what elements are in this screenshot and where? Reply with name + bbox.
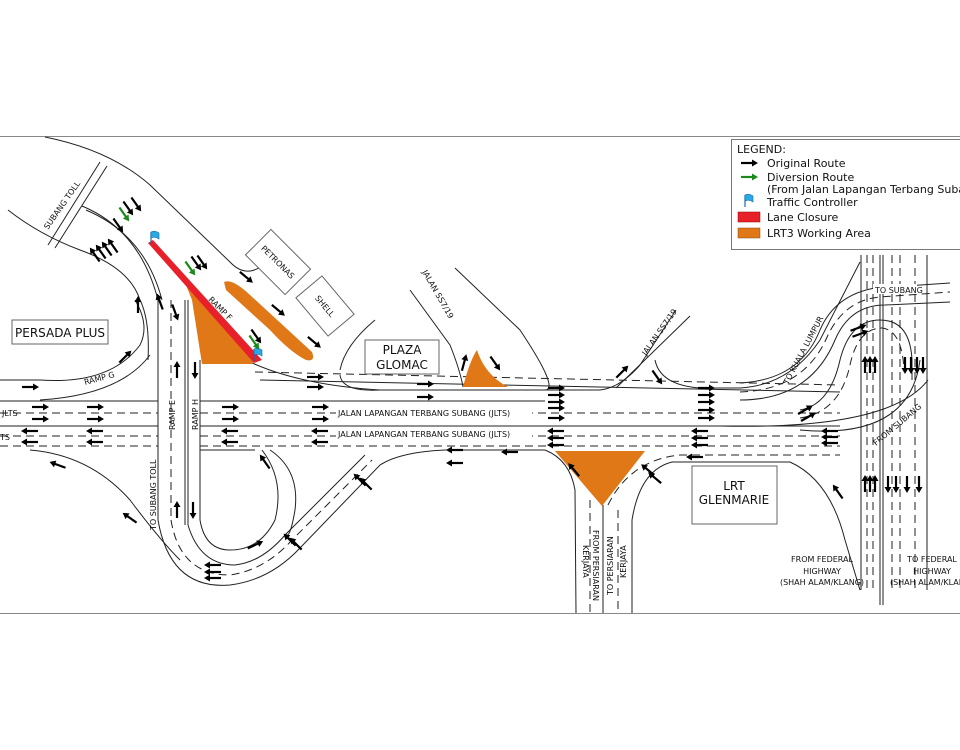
subang-toll-label: SUBANG TOLL (42, 179, 82, 231)
from-persiaran-label-1: FROM PERSIARAN (591, 530, 600, 601)
petronas-box (244, 228, 312, 296)
lrt-glenmarie-label-2: GLENMARIE (699, 493, 770, 507)
plaza-glomac-label-2: GLOMAC (376, 358, 428, 372)
jlts-label-west-short: TS (0, 433, 10, 442)
to-persiaran-label-1: TO PERSIARAN (606, 536, 615, 596)
legend-diversion-note: (From Jalan Lapangan Terbang Subang) (767, 183, 960, 196)
from-federal-label-1: FROM FEDERAL (791, 555, 853, 564)
persada-plus-box (11, 319, 109, 345)
to-persiaran-label-2: KERJAYA (619, 545, 628, 578)
ramp-h-label: RAMP H (191, 399, 200, 430)
jalan-ss7-19-label-a: JALAN SS7/19 (420, 268, 456, 321)
working-area-swatch (737, 227, 761, 239)
lrt3-working-area (555, 451, 645, 506)
legend: LEGEND: Original Route Diversion Route (… (731, 139, 960, 250)
to-federal-label-3: (SHAH ALAM/KLANG) (890, 578, 960, 587)
plaza-glomac-box (364, 339, 440, 375)
from-federal-label-2: HIGHWAY (803, 567, 841, 576)
lrt-glenmarie-box (691, 465, 778, 525)
lrt3-working-area (224, 281, 314, 361)
ramp-e-label: RAMP E (168, 400, 177, 430)
lane-closure-swatch (737, 211, 761, 223)
jlts-label-west: JALAN LAPANGAN TERBANG SUBANG (JLTS) (337, 430, 510, 439)
from-persiaran-label-2: KERJAYA (581, 545, 590, 578)
jlts-label-east: JALAN LAPANGAN TERBANG SUBANG (JLTS) (337, 409, 510, 418)
plaza-glomac-label-1: PLAZA (383, 343, 423, 357)
to-federal-label-1: TO FEDERAL (906, 555, 957, 564)
lrt3-working-area (463, 350, 508, 387)
from-federal-label-3: (SHAH ALAM/KLANG) (780, 578, 864, 587)
to-subang-toll-label: TO SUBANG TOLL (149, 459, 158, 531)
lrt-glenmarie-label-1: LRT (723, 479, 745, 493)
legend-title: LEGEND: (737, 143, 786, 156)
persada-plus-label: PERSADA PLUS (15, 326, 105, 340)
to-kuala-lumpur-label: TO KUALA LUMPUR (781, 314, 825, 386)
legend-working-area: LRT3 Working Area (767, 227, 871, 240)
legend-diversion-route: Diversion Route (767, 171, 854, 184)
jlts-label-east-short: JLTS (1, 409, 18, 418)
legend-lane-closure: Lane Closure (767, 211, 839, 224)
to-subang-label: TO SUBANG (874, 286, 923, 295)
legend-traffic-controller: Traffic Controller (766, 196, 858, 209)
shell-box (295, 275, 355, 337)
lane-closure (148, 240, 262, 363)
legend-original-route: Original Route (767, 157, 846, 170)
to-federal-label-2: HIGHWAY (913, 567, 951, 576)
